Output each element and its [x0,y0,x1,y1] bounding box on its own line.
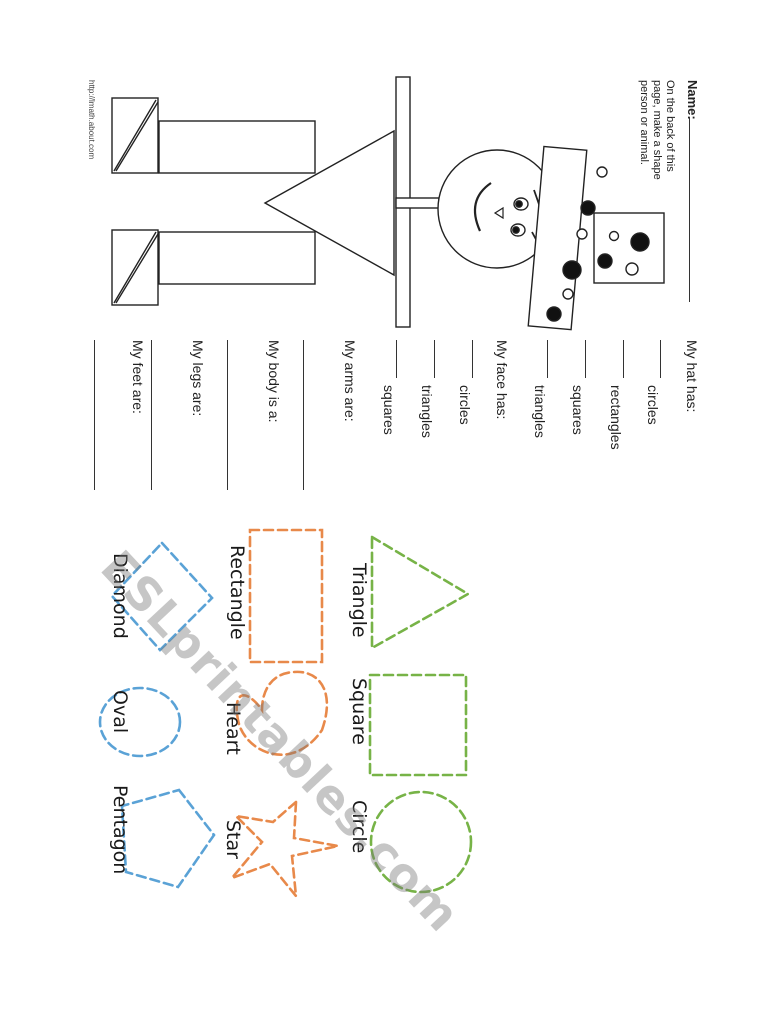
left-leg-rectangle [158,120,316,174]
mouth [473,182,492,232]
blank-line [303,340,304,490]
rectangle-shape [248,528,324,664]
square-shape [368,673,468,777]
diamond-shape [110,541,214,652]
star-shape [227,799,339,901]
blank-line [151,340,152,490]
hat-top-square [593,212,665,284]
oval-shape [98,686,182,758]
triangle-label: Triangle [348,563,370,638]
blank-line [660,340,661,378]
hat-brim-rectangle [527,145,608,331]
blank-line [547,340,548,378]
star-label: Star [222,820,244,859]
body-triangle [263,129,395,277]
rectangle-label: Rectangle [226,545,248,640]
nose-triangle [493,206,504,220]
pentagon-label: Pentagon [109,785,131,875]
pentagon-shape [120,788,216,889]
eye-right [510,223,526,237]
circle-shape [369,790,473,894]
blank-line [623,340,624,378]
heart-shape [235,670,329,756]
blank-line [434,340,435,378]
triangle-shape [370,534,471,651]
blank-line [472,340,473,378]
right-foot-square [111,229,159,306]
name-blank-line [689,117,690,302]
eye-left [513,197,529,211]
right-leg-rectangle [158,231,316,285]
blank-line [396,340,397,378]
oval-label: Oval [109,690,131,734]
square-label: Square [348,678,370,745]
blank-line [94,340,95,490]
left-foot-square [111,97,159,174]
blank-line [227,340,228,490]
blank-line [585,340,586,378]
